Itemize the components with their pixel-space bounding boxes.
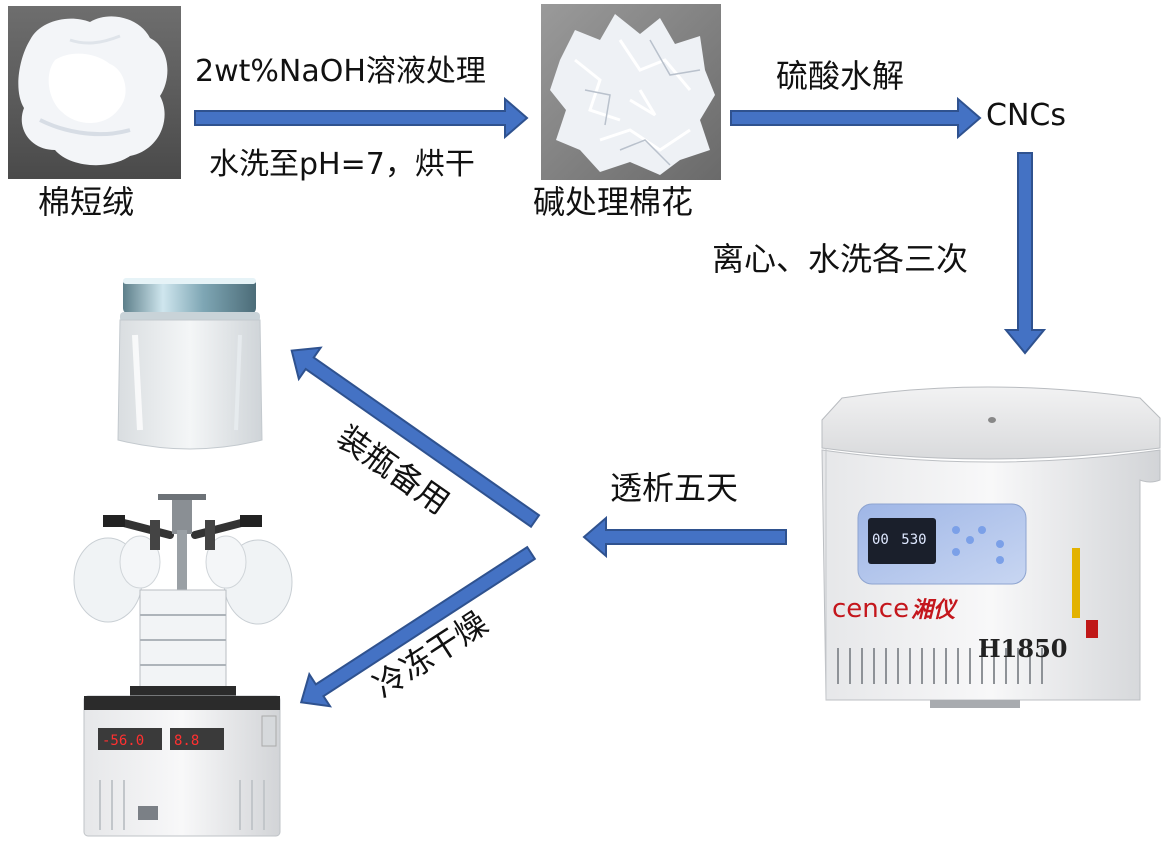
label-cncs: CNCs — [986, 101, 1066, 131]
display-left-readout: 00 — [872, 532, 889, 548]
arrow-naoh — [195, 99, 527, 137]
display-right-readout: 530 — [901, 532, 926, 548]
arrow-dialysis — [584, 518, 786, 556]
label-alkali-cotton: 碱处理棉花 — [533, 186, 693, 218]
brand-cn: 湘仪 — [911, 598, 955, 623]
arrow-freeze — [291, 537, 541, 718]
label-naoh-bottom: 水洗至pH=7，烘干 — [209, 150, 475, 180]
storage-jar-image — [118, 278, 262, 449]
label-dialysis: 透析五天 — [610, 472, 738, 504]
label-wash: 离心、水洗各三次 — [712, 243, 968, 275]
alkali-cotton-image — [541, 4, 721, 180]
brand-en: cence — [832, 594, 909, 624]
centrifuge-brand: cence湘仪 — [832, 592, 955, 624]
label-naoh-top: 2wt%NaOH溶液处理 — [195, 57, 486, 87]
centrifuge-display: 00 530 — [872, 532, 936, 556]
centrifuge-model: H1850 — [978, 634, 1067, 663]
freeze-dryer-image: -56.0 8.8 — [74, 494, 292, 836]
arrow-hydrolysis — [731, 99, 980, 137]
raw-cotton-image — [8, 6, 181, 179]
label-raw-cotton: 棉短绒 — [38, 186, 134, 218]
svg-text:-56.0: -56.0 — [102, 733, 144, 749]
label-hydrolysis: 硫酸水解 — [776, 60, 904, 92]
arrow-wash — [1006, 153, 1044, 353]
svg-text:8.8: 8.8 — [174, 733, 199, 749]
